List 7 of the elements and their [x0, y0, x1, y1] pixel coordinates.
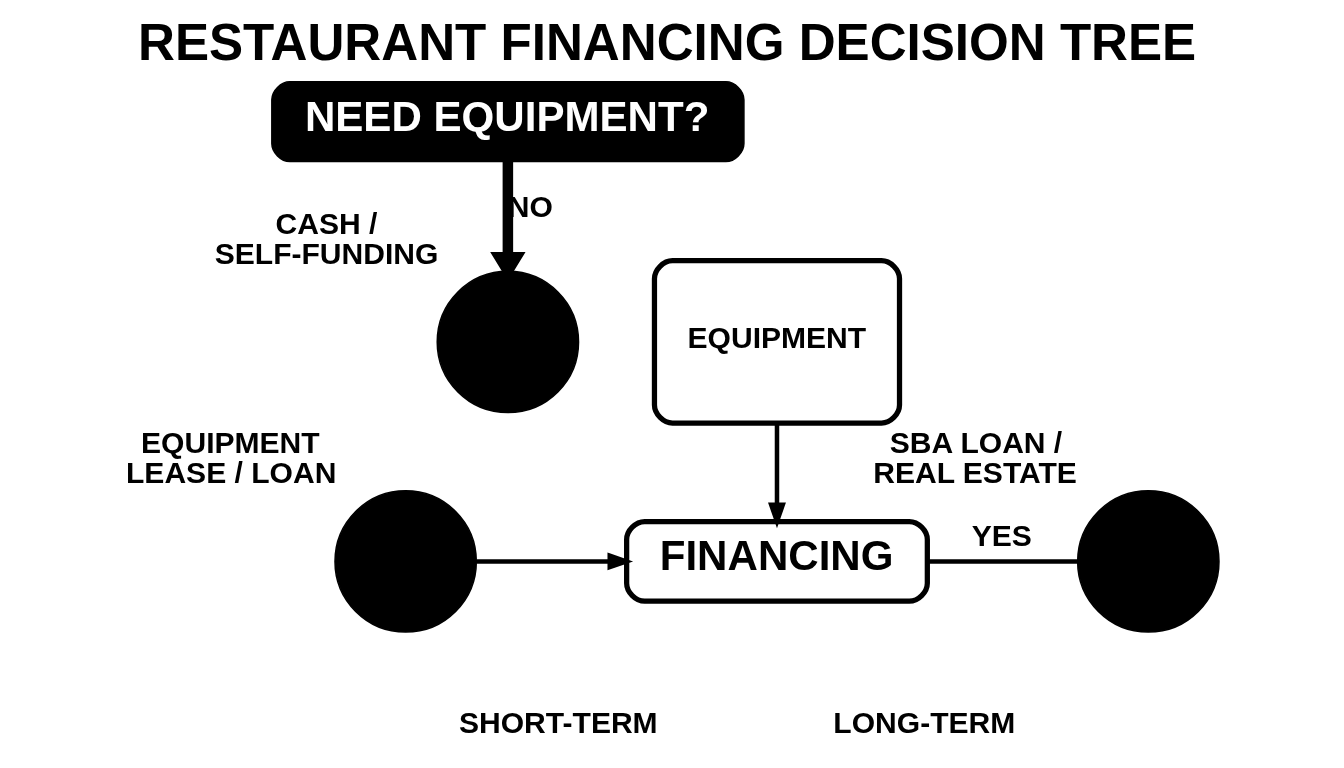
diagram-title: RESTAURANT FINANCING DECISION TREE [137, 13, 1196, 71]
node-label: CASH / SELF-FUNDING [214, 206, 438, 270]
label: SHORT-TERM [458, 705, 658, 739]
node-label: SBA LOAN / REAL ESTATE [872, 426, 1077, 490]
node-label: EQUIPMENT LEASE / LOAN [125, 426, 336, 490]
label: LONG-TERM [832, 705, 1015, 739]
edge-label: YES [971, 519, 1032, 553]
